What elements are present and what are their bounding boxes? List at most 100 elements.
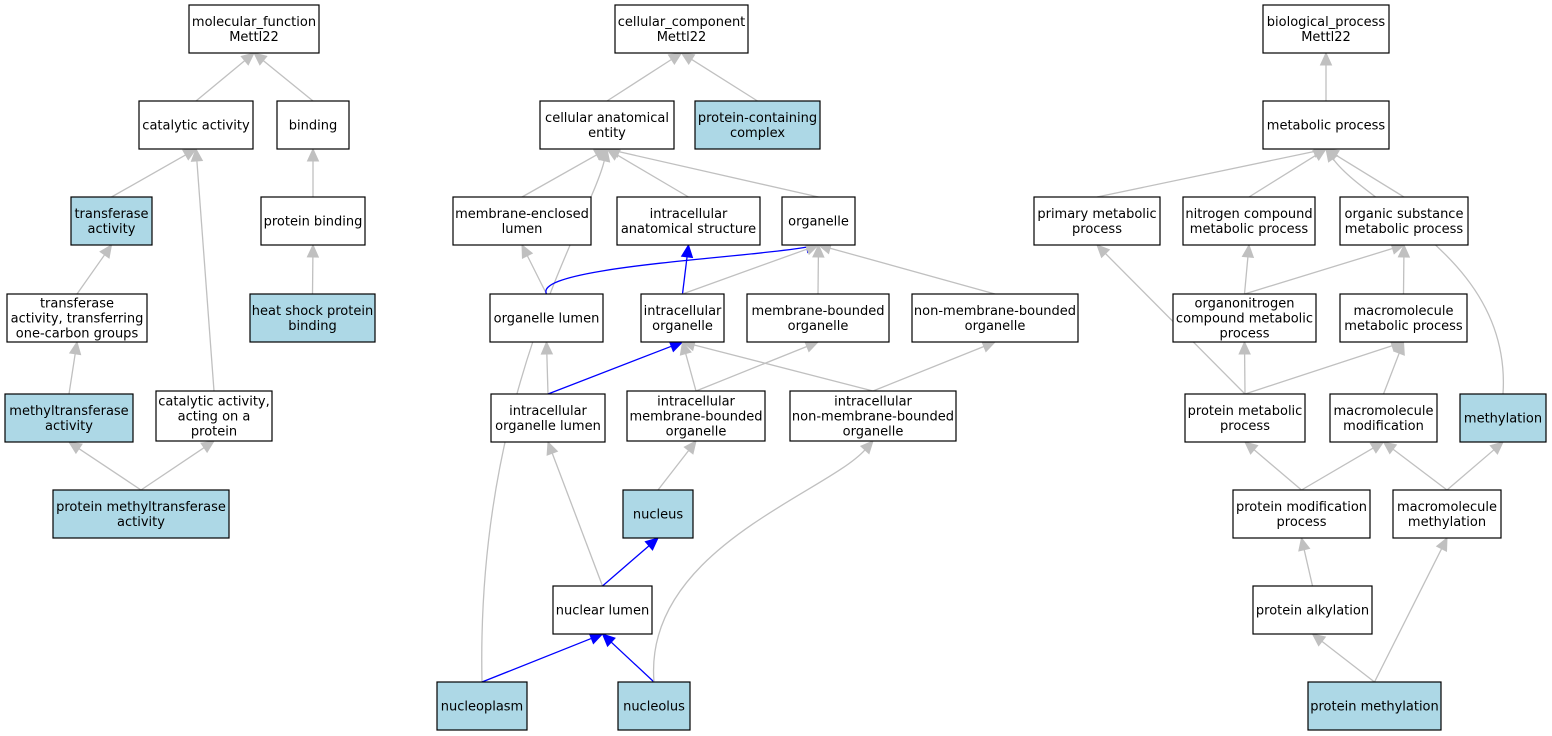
term-node-pbind[interactable]: protein binding (260, 196, 366, 246)
term-node-nuclum[interactable]: nuclear lumen (552, 585, 653, 635)
arrowhead-icon (981, 340, 997, 353)
term-node-nucleus[interactable]: nucleus (622, 489, 694, 539)
arrowhead-icon (683, 440, 697, 455)
arrowhead-icon (99, 244, 113, 259)
term-label-line: protein modification (1236, 500, 1367, 515)
term-node-bind[interactable]: binding (276, 100, 350, 150)
term-node-palk[interactable]: protein alkylation (1252, 585, 1373, 635)
edge-cae-to-cc_root (606, 52, 683, 102)
term-node-nucplasm[interactable]: nucleoplasm (436, 681, 528, 731)
edge-line (68, 353, 76, 395)
term-box (617, 681, 691, 731)
term-label-line: compound metabolic (1176, 312, 1313, 327)
term-label-line: lumen (502, 222, 543, 237)
term-node-met[interactable]: metabolic process (1262, 100, 1390, 150)
term-box (552, 585, 653, 635)
arrowhead-icon (540, 340, 554, 355)
edge-mmeth-to-methyl (1446, 441, 1504, 491)
term-node-orglum[interactable]: organelle lumen (489, 293, 604, 343)
term-box (616, 196, 761, 246)
term-box (1262, 100, 1390, 150)
term-label-line: intracellular (644, 304, 722, 319)
term-box (622, 489, 694, 539)
edge-iol-to-iorg (547, 340, 684, 395)
edge-osmp-to-met (1324, 148, 1405, 198)
term-box (694, 100, 821, 150)
term-label-line: intracellular (509, 404, 587, 419)
term-label-line: biological_process (1267, 15, 1386, 30)
edge-inmbo-to-nmbo (872, 340, 997, 392)
edge-pmod-to-mmod (1301, 441, 1385, 491)
term-label-line: protein-containing (698, 111, 817, 126)
arrowhead-icon (1489, 441, 1504, 455)
term-label-line: activity (88, 222, 136, 237)
edge-iorg-to-org (682, 243, 820, 295)
term-box (249, 293, 376, 343)
edge-protmet-to-oncmp (1238, 340, 1251, 395)
term-box (452, 196, 592, 246)
term-node-inmbo[interactable]: intracellularnon-membrane-boundedorganel… (789, 390, 957, 442)
term-label-line: organelle (843, 425, 904, 440)
edge-line (526, 255, 548, 295)
edge-line (1253, 449, 1302, 491)
edge-line (1243, 256, 1249, 295)
term-node-cat[interactable]: catalytic activity (138, 100, 254, 150)
edge-line (111, 154, 186, 198)
edge-iol-to-orglum (540, 340, 554, 395)
term-label-line: protein metabolic (1188, 404, 1303, 419)
term-label-line: binding (289, 119, 337, 134)
term-node-nucleolus[interactable]: nucleolus (617, 681, 691, 731)
edge-nmbo-to-org (817, 242, 996, 295)
arrowhead-icon (804, 340, 820, 353)
arrowhead-icon (680, 52, 696, 65)
term-box (1182, 196, 1316, 246)
term-label-line: protein alkylation (1256, 604, 1369, 619)
term-node-methyl[interactable]: methylation (1459, 393, 1547, 443)
term-label-line: protein binding (264, 215, 363, 230)
edge-pmod-to-protmet (1244, 441, 1302, 491)
term-label-line: non-membrane-bounded (792, 410, 954, 425)
edge-line (1244, 247, 1393, 295)
term-label-line: methyltransferase (9, 404, 128, 419)
edge-line (1335, 154, 1405, 198)
term-node-pmeth[interactable]: protein methylation (1307, 681, 1442, 731)
edge-trans-to-cat (111, 148, 198, 198)
edge-mmod-to-mmp (1382, 340, 1405, 395)
edge-hsp-to-pbind (306, 243, 320, 295)
term-node-org[interactable]: organelle (781, 196, 856, 246)
term-label-line: organelle (965, 319, 1026, 334)
term-box (70, 196, 153, 246)
arrowhead-icon (1244, 441, 1259, 455)
edge-ias-to-cae (605, 148, 689, 198)
term-label-line: cellular anatomical (545, 111, 669, 126)
edge-pcc-to-cc_root (680, 52, 758, 102)
arrowhead-icon (306, 147, 320, 162)
